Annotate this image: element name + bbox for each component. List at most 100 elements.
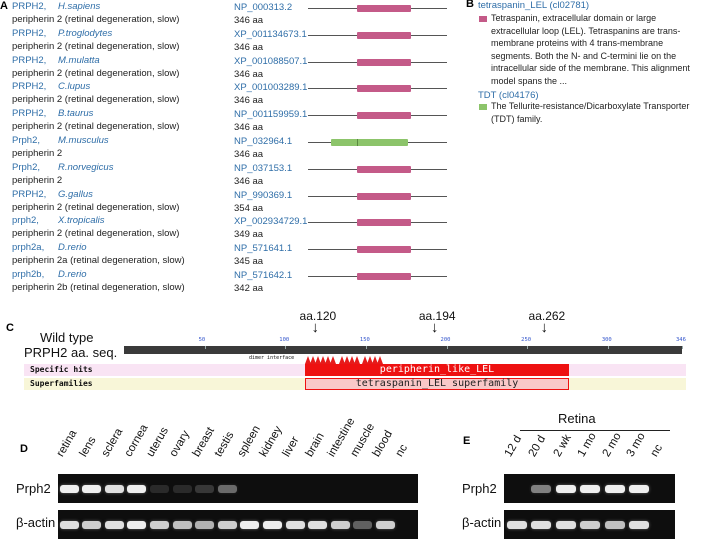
accession-link[interactable]: NP_032964.1 (234, 136, 293, 147)
tdt-domain-bar[interactable] (331, 139, 408, 146)
ruler-tick (682, 346, 683, 349)
lel-domain-bar[interactable] (357, 192, 411, 200)
tissue-band (353, 520, 373, 529)
lel-domain-bar[interactable] (357, 165, 411, 173)
sequence-length: 346 aa (234, 41, 264, 53)
accession-link[interactable]: NP_037153.1 (234, 162, 293, 174)
accession-link[interactable]: NP_000313.2 (234, 2, 293, 13)
species-name[interactable]: R.norvegicus (58, 161, 114, 173)
accession-link[interactable]: XP_001134673.1 (234, 28, 307, 40)
accession-link[interactable]: NP_990369.1 (234, 189, 293, 201)
ruler-tick (285, 346, 287, 349)
species-name[interactable]: D.rerio (58, 269, 87, 280)
gene-symbol[interactable]: PRPH2, (12, 188, 47, 200)
gene-symbol[interactable]: PRPH2, (12, 54, 47, 66)
accession-link[interactable]: NP_001159959.1 (234, 109, 308, 121)
gene-description: peripherin 2 (retinal degeneration, slow… (12, 67, 180, 79)
panel-c-letter: C (6, 322, 14, 334)
tissue-band (262, 520, 282, 529)
gene-description: peripherin 2 (retinal degeneration, slow… (12, 40, 180, 52)
panel-d-letter: D (20, 443, 28, 455)
accession-link[interactable]: NP_571641.1 (234, 243, 293, 255)
gene-description: peripherin 2 (12, 174, 63, 186)
lel-domain-bar[interactable] (357, 58, 411, 66)
down-arrow-icon: ↓ (540, 319, 549, 336)
sequence-length: 342 aa (234, 283, 264, 294)
tissue-band (127, 484, 147, 493)
tissue-row-label: β-actin (16, 515, 56, 530)
tissue-lane-label: brain (303, 430, 327, 459)
gene-symbol[interactable]: Prph2, (12, 135, 40, 146)
species-name[interactable]: M.musculus (58, 135, 109, 146)
superfamily-bar[interactable]: tetraspanin_LEL superfamily (305, 378, 569, 390)
gene-symbol[interactable]: prph2b, (12, 269, 45, 280)
tissue-band (172, 520, 192, 529)
ruler-tick (607, 346, 609, 349)
tdt-swatch (479, 104, 487, 110)
lel-domain-bar[interactable] (357, 219, 411, 227)
species-name[interactable]: H.sapiens (58, 1, 101, 12)
lel-domain-bar[interactable] (357, 112, 411, 120)
wild-type-label: Wild type (40, 330, 94, 345)
gene-description: peripherin 2 (retinal degeneration, slow… (12, 94, 180, 106)
gene-symbol[interactable]: PRPH2, (12, 1, 47, 12)
development-lane-label: nc (648, 442, 666, 459)
development-lane-label: 1 mo (575, 430, 599, 459)
species-name[interactable]: G.gallus (58, 188, 93, 200)
development-band (629, 520, 649, 529)
accession-link[interactable]: NP_571642.1 (234, 270, 293, 281)
gene-description: peripherin 2a (retinal degeneration, slo… (12, 255, 185, 267)
tissue-band (82, 484, 102, 493)
dimer-site-marker (320, 356, 326, 364)
species-name[interactable]: P.troglodytes (58, 27, 113, 39)
dimer-interface-label: dimer interface (249, 355, 295, 361)
gene-symbol[interactable]: PRPH2, (12, 81, 47, 93)
species-name[interactable]: X.tropicalis (58, 215, 105, 227)
tissue-band (104, 520, 124, 529)
sequence-length: 346 aa (234, 175, 264, 187)
ruler-tick-label: 100 (279, 337, 290, 343)
lel-domain-bar[interactable] (357, 5, 411, 12)
species-name[interactable]: C.lupus (58, 81, 91, 93)
tissue-lane-label: retina (54, 428, 80, 459)
development-gel-strip (504, 510, 675, 539)
dimer-site-marker (339, 356, 345, 364)
accession-link[interactable]: XP_002934729.1 (234, 216, 308, 228)
gene-symbol[interactable]: prph2, (12, 215, 39, 227)
tissue-row-label: Prph2 (16, 481, 51, 496)
tissue-band (82, 520, 102, 529)
tissue-lane-label: breast (190, 425, 217, 459)
accession-link[interactable]: XP_001088507.1 (234, 55, 308, 67)
lel-legend-title[interactable]: tetraspanin_LEL (cl02781) (478, 0, 590, 11)
gene-symbol[interactable]: Prph2, (12, 161, 40, 173)
gene-symbol[interactable]: PRPH2, (12, 27, 47, 39)
tdt-legend-title[interactable]: TDT (cl04176) (478, 90, 539, 101)
tissue-band (127, 520, 147, 529)
dimer-site-marker (349, 356, 355, 364)
panel-a-letter: A (0, 0, 8, 12)
retina-group-bracket (520, 430, 670, 431)
lel-domain-bar[interactable] (357, 31, 411, 39)
lel-domain-bar[interactable] (357, 85, 411, 93)
tissue-band (375, 520, 395, 529)
lel-swatch (479, 16, 487, 22)
tissue-gel-strip (58, 510, 418, 539)
gene-description: peripherin 2 (retinal degeneration, slow… (12, 201, 180, 213)
lel-domain-bar[interactable] (357, 273, 411, 280)
specific-hit-bar[interactable]: peripherin_like_LEL (305, 364, 569, 376)
development-band (604, 520, 625, 529)
species-name[interactable]: D.rerio (58, 242, 87, 254)
tissue-band (149, 484, 169, 493)
ruler-tick-label: 50 (198, 337, 206, 343)
gene-symbol[interactable]: prph2a, (12, 242, 45, 254)
accession-link[interactable]: XP_001003289.1 (234, 82, 308, 94)
lel-domain-bar[interactable] (357, 246, 411, 254)
species-name[interactable]: M.mulatta (58, 54, 100, 66)
sequence-length: 346 aa (234, 68, 264, 80)
gene-symbol[interactable]: PRPH2, (12, 108, 47, 120)
ruler-tick (365, 346, 367, 349)
species-name[interactable]: B.taurus (58, 108, 94, 120)
